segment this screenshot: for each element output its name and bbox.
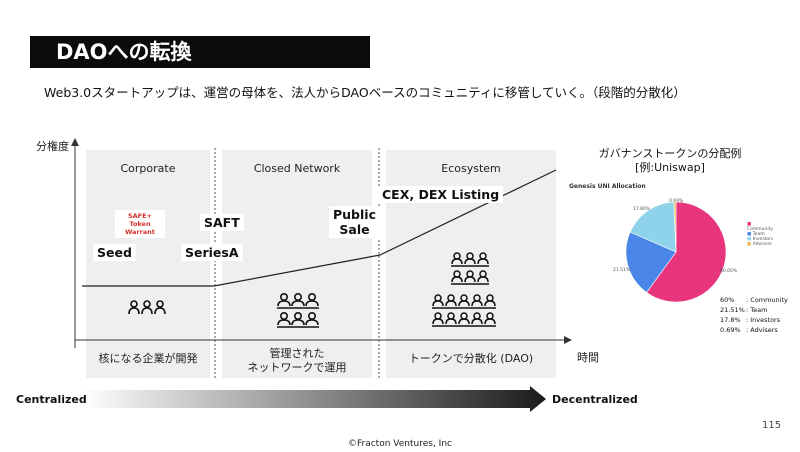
stage-label-closed-network: Closed Network <box>253 162 341 175</box>
legend-advisers: ■ Advisers <box>747 242 772 247</box>
centralization-arrow <box>82 386 546 412</box>
x-axis-arrowhead <box>564 336 572 344</box>
tag-safe-token-warrant: SAFE+ Token Warrant <box>115 210 165 238</box>
tag-series-a: SeriesA <box>181 244 243 261</box>
pie-card: Genesis UNI Allocation ■ Community ■ Tea… <box>563 178 788 334</box>
pie-chart <box>625 201 727 303</box>
title-bar <box>30 36 370 68</box>
label-decentralized: Decentralized <box>552 393 638 406</box>
pie-title: Genesis UNI Allocation <box>569 183 646 190</box>
stage-desc-closed-network: 管理された ネットワークで運用 <box>247 347 347 374</box>
slide-title: DAOへの転換 <box>56 40 192 64</box>
people-icon-small <box>128 300 166 315</box>
tag-public-sale: Public Sale <box>329 206 380 238</box>
tag-listing: CEX, DEX Listing <box>378 186 504 203</box>
tag-seed: Seed <box>93 244 136 261</box>
pie-slice-label-advisers: 0.69% <box>669 199 684 204</box>
copyright: ©Fracton Ventures, Inc <box>348 439 452 449</box>
pie-slice-advisers <box>673 201 677 253</box>
slide-subtitle: Web3.0スタートアップは、運営の母体を、法人からDAOベースのコミュニティに… <box>44 85 686 100</box>
people-icon-large <box>432 252 496 327</box>
panel-ecosystem <box>386 150 556 378</box>
y-axis-arrowhead <box>71 138 79 146</box>
legend-investors: ■ Investors <box>747 237 774 242</box>
tag-saft: SAFT <box>200 214 244 231</box>
label-centralized: Centralized <box>16 393 87 406</box>
page-number: 115 <box>762 420 782 431</box>
breakdown-row: 21.51%: Team <box>720 306 768 314</box>
decentralization-line <box>82 169 557 287</box>
pie-legend: ■ Community ■ Team ■ Investors ■ Adviser… <box>747 222 777 247</box>
legend-team: ■ Team <box>747 232 765 237</box>
panel-closed-network <box>222 150 372 378</box>
pie-slice-team <box>625 231 677 293</box>
stage-label-corporate: Corporate <box>120 162 176 175</box>
pie-slice-label-community: 60.00% <box>720 269 738 274</box>
stage-desc-ecosystem: トークンで分散化 (DAO) <box>408 352 534 365</box>
pie-slice-community <box>646 201 727 303</box>
x-axis-label: 時間 <box>577 351 599 364</box>
people-icon-medium <box>277 292 319 328</box>
legend-community: ■ Community <box>747 222 774 232</box>
panel-corporate <box>86 150 210 378</box>
pie-slice-label-team: 21.51% <box>613 268 631 273</box>
stage-label-ecosystem: Ecosystem <box>441 162 501 175</box>
stage-desc-corporate: 核になる企業が開発 <box>98 352 198 365</box>
governance-caption: ガバナンストークンの分配例 [例:Uniswap] <box>598 147 742 174</box>
pie-slice-label-investors: 17.80% <box>633 207 651 212</box>
y-axis-label: 分権度 <box>36 140 69 153</box>
breakdown-row: 60%: Community <box>720 296 788 304</box>
pie-slice-investors <box>629 201 677 253</box>
pie-breakdown: 60%: Community 21.51%: Team 17.8%: Inves… <box>720 295 788 335</box>
breakdown-row: 17.8%: Investors <box>720 316 781 324</box>
breakdown-row: 0.69%: Advisers <box>720 326 778 334</box>
